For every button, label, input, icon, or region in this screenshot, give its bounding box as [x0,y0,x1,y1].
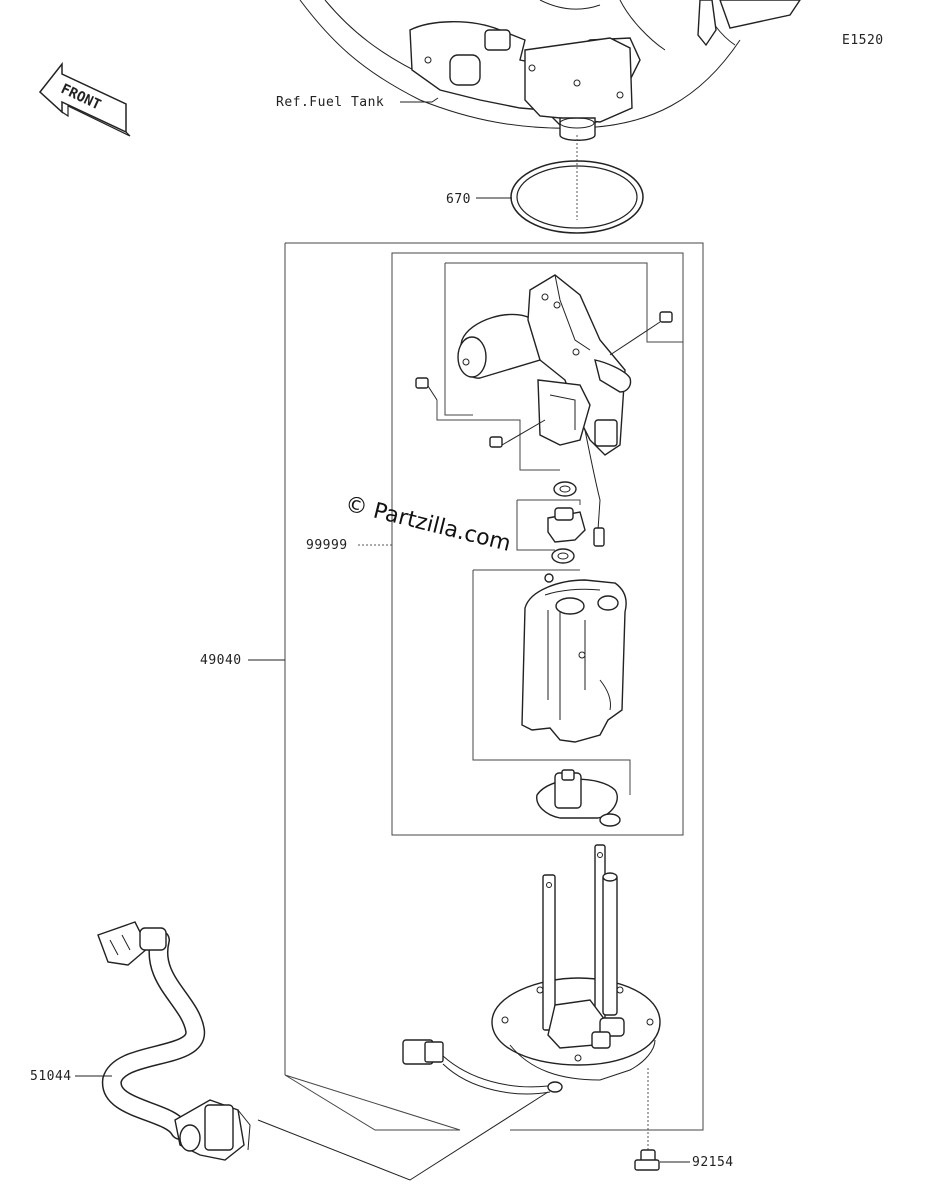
pump-assembly-frame [284,242,704,1131]
watermark: © Partzilla.com [343,492,514,557]
fuel-connector [547,507,605,547]
callout-oring: 670 [446,192,471,207]
base-bracket [547,999,625,1049]
fuel-level-sensor [602,872,618,1016]
front-arrow-icon: FRONT [38,61,131,137]
callout-pump-assembly: 49040 [200,653,242,668]
support-rod-left [542,874,556,1031]
callout-wire-harness: 51044 [30,1069,72,1084]
harness-connection-line [257,1091,549,1181]
screw-left-icon [415,377,438,401]
screw-center-icon [489,419,546,448]
small-oring [553,481,577,497]
fuel-pump-motor [457,313,546,379]
diagram-code: E1520 [842,33,884,48]
screw-right-icon [609,311,673,356]
fuel-filter-housing [521,573,627,743]
base-wire-connector [402,1039,563,1095]
regulator-bracket [527,274,632,531]
o-ring [510,160,644,234]
inner-kit-frame [391,252,684,836]
leader-fuel-tank [400,97,439,103]
callout-inner-kit: 99999 [306,538,348,553]
bolt-icon [634,1068,660,1171]
wire-harness [97,921,251,1161]
small-oring-lower [551,548,575,564]
callout-fuel-tank: Ref.Fuel Tank [276,95,384,110]
callout-bolt: 92154 [692,1155,734,1170]
small-washer [599,813,621,827]
pump-bottom-cap [536,769,618,819]
fuel-tank-reference [299,0,801,220]
